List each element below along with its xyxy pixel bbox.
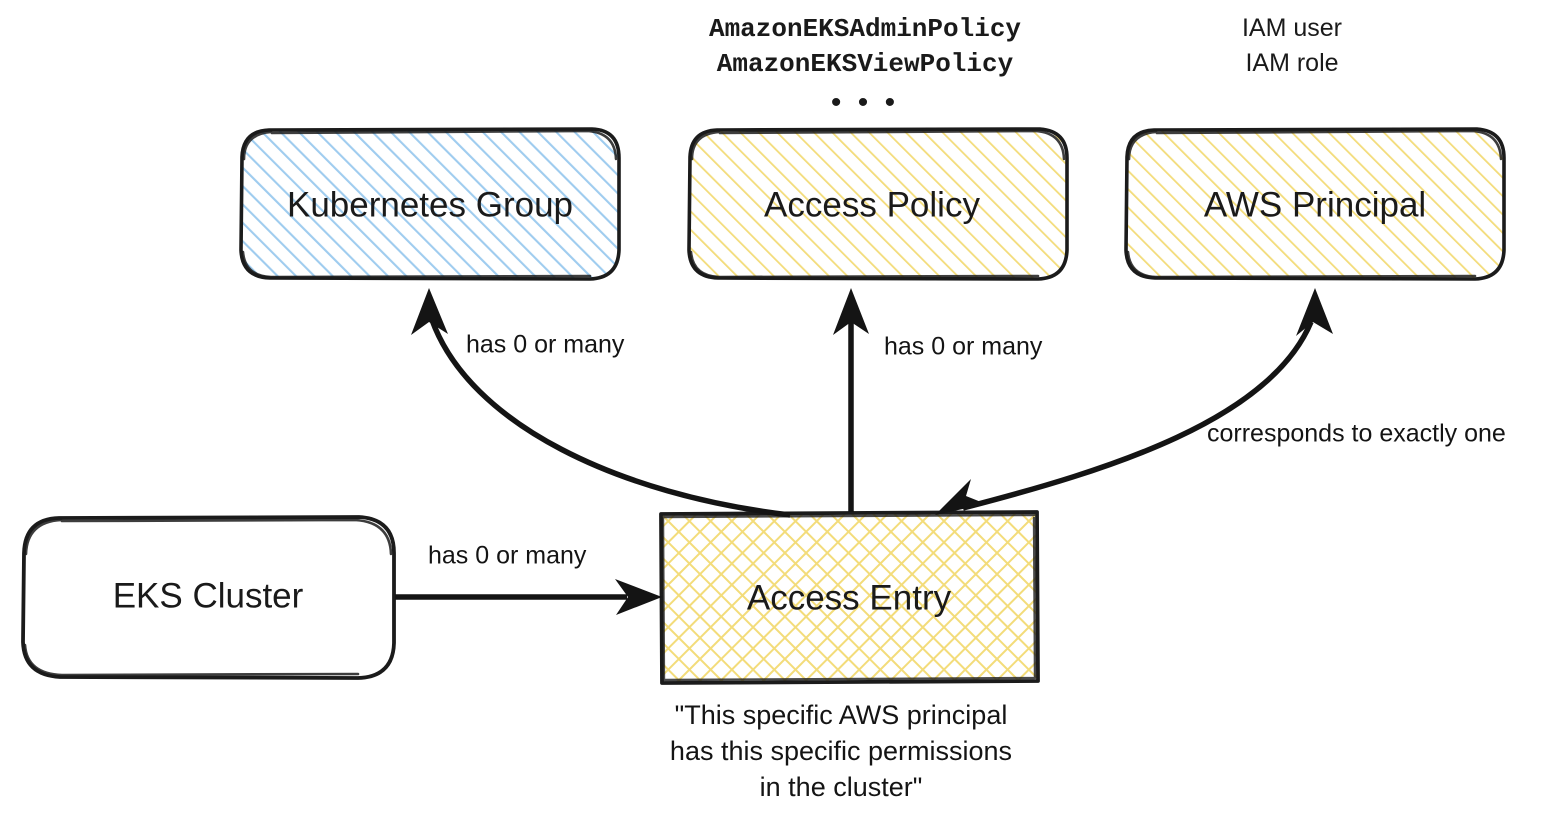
eks-cluster-label: EKS Cluster [113, 576, 304, 615]
edge-cluster-to-access-entry[interactable]: has 0 or many [395, 542, 662, 615]
annotation-access-policy-examples: AmazonEKSAdminPolicy AmazonEKSViewPolicy… [709, 14, 1021, 119]
access-entry-border-sketch [661, 513, 1037, 682]
aws-principal-fill [1126, 129, 1504, 279]
edge-entry-to-principal-arrowhead-bottom [935, 479, 986, 515]
access-policy-border [687, 127, 1069, 281]
edge-entry-to-principal-path [962, 320, 1314, 511]
edge-entry-to-access-policy[interactable]: has 0 or many [833, 288, 1043, 512]
edge-entry-to-policy-arrowhead [833, 288, 869, 335]
kubernetes-group-border-sketch [241, 129, 618, 279]
edge-entry-to-kubernetes-group[interactable]: has 0 or many [411, 288, 791, 518]
caption-line-1: "This specific AWS principal [675, 700, 1008, 730]
access-policy-fill [689, 129, 1067, 279]
edge-cluster-to-entry-arrowhead [615, 579, 662, 615]
annotation-aws-principal-examples: IAM user IAM role [1242, 14, 1342, 77]
kubernetes-group-fill [241, 129, 619, 279]
edge-cluster-to-entry-label: has 0 or many [428, 542, 587, 570]
access-entry-label: Access Entry [747, 578, 952, 617]
eks-cluster-border-sketch [23, 518, 393, 677]
access-policy-example-line-1: AmazonEKSAdminPolicy [709, 14, 1021, 44]
aws-principal-border [1124, 127, 1506, 281]
access-entry-fill [661, 513, 1037, 682]
access-policy-ellipsis-icon: • • • [831, 86, 899, 119]
edge-entry-to-policy-label: has 0 or many [884, 333, 1043, 361]
access-policy-label: Access Policy [764, 185, 980, 224]
edge-entry-to-group-arrowhead [411, 288, 448, 335]
node-access-policy[interactable]: Access Policy [687, 127, 1069, 281]
access-policy-example-line-2: AmazonEKSViewPolicy [717, 49, 1014, 79]
aws-principal-label: AWS Principal [1204, 185, 1426, 224]
node-kubernetes-group[interactable]: Kubernetes Group [239, 127, 621, 281]
aws-principal-example-line-1: IAM user [1242, 14, 1342, 42]
edge-entry-to-aws-principal[interactable]: corresponds to exactly one [935, 288, 1506, 515]
eks-cluster-border [21, 515, 396, 680]
kubernetes-group-label: Kubernetes Group [287, 185, 573, 224]
kubernetes-group-border [239, 127, 621, 281]
caption-line-3: in the cluster" [760, 772, 923, 802]
node-access-entry[interactable]: Access Entry [659, 510, 1040, 685]
node-aws-principal[interactable]: AWS Principal [1124, 127, 1506, 281]
edge-entry-to-group-label: has 0 or many [466, 331, 625, 359]
aws-principal-example-line-2: IAM role [1245, 49, 1338, 77]
caption-line-2: has this specific permissions [670, 736, 1012, 766]
edge-entry-to-principal-label: corresponds to exactly one [1207, 420, 1506, 448]
aws-principal-border-sketch [1126, 129, 1503, 279]
access-policy-border-sketch [689, 129, 1066, 279]
edge-entry-to-principal-arrowhead-top [1296, 288, 1333, 336]
node-eks-cluster[interactable]: EKS Cluster [21, 515, 396, 680]
access-entry-caption: "This specific AWS principal has this sp… [670, 700, 1012, 802]
edge-entry-to-group-path [429, 319, 791, 518]
access-entry-border [659, 510, 1040, 685]
eks-cluster-fill [23, 518, 394, 677]
